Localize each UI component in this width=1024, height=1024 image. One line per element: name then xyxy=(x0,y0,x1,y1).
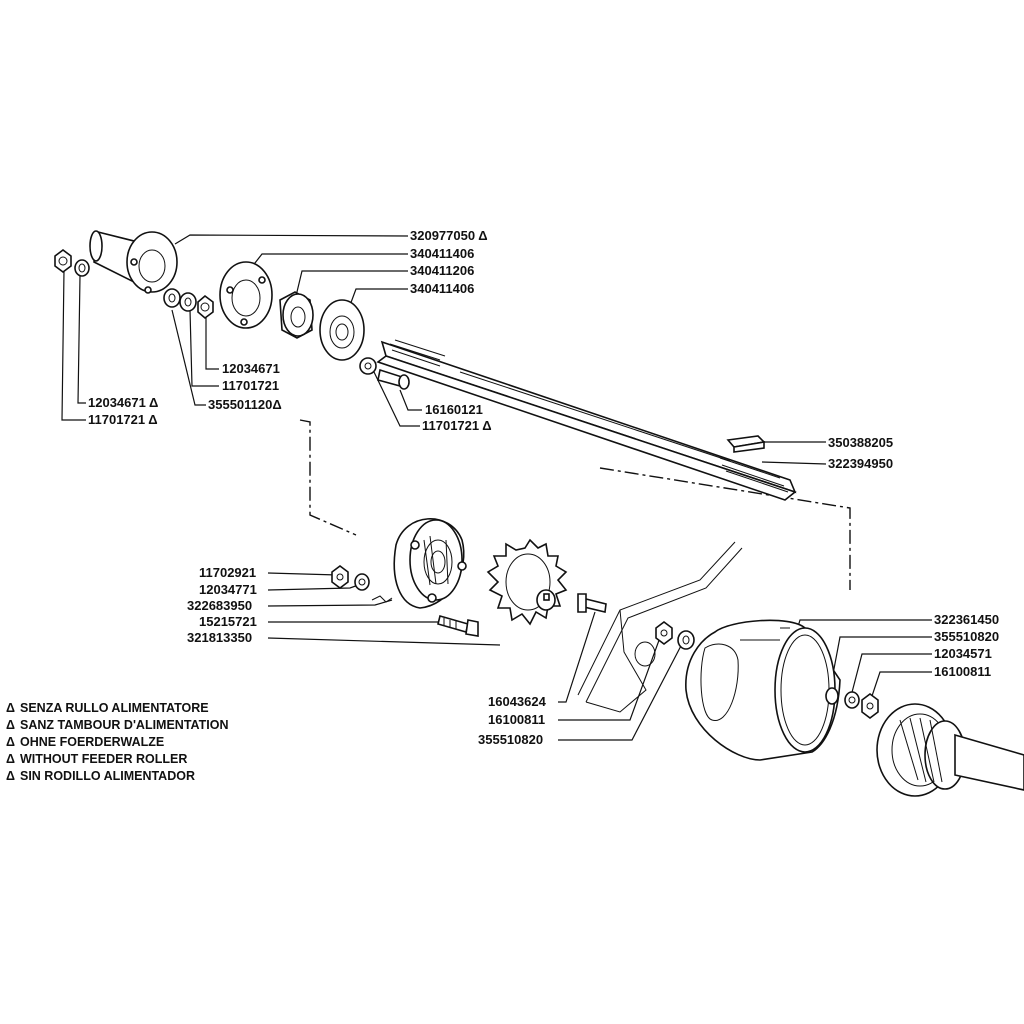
label-350388205: 350388205 xyxy=(828,435,893,450)
nut-set-center xyxy=(163,288,214,320)
flange-bearing xyxy=(319,299,365,361)
legend-symbol: Δ xyxy=(6,701,15,715)
label-16160121: 16160121 xyxy=(425,402,483,417)
legend-text: SIN RODILLO ALIMENTADOR xyxy=(20,769,195,783)
legend-line-de: Δ OHNE FOERDERWALZE xyxy=(6,735,164,749)
sprocket xyxy=(486,538,568,626)
legend-text: SENZA RULLO ALIMENTATORE xyxy=(20,701,209,715)
legend-line-it: Δ SENZA RULLO ALIMENTATORE xyxy=(6,701,209,715)
label-12034571: 12034571 xyxy=(934,646,992,661)
feeder-drum xyxy=(685,619,841,761)
legend-symbol: Δ xyxy=(6,752,15,766)
label-11701721-b: 11701721 Δ xyxy=(88,412,158,427)
bracket-plate xyxy=(577,541,743,713)
legend-symbol: Δ xyxy=(6,735,15,749)
label-16100811-b: 16100811 xyxy=(488,712,545,727)
legend-line-fr: Δ SANZ TAMBOUR D'ALIMENTATION xyxy=(6,718,229,732)
label-12034671-b: 12034671 Δ xyxy=(88,395,158,410)
housing-tube xyxy=(89,230,178,294)
label-340411406-a: 340411406 xyxy=(410,246,474,261)
label-322394950: 322394950 xyxy=(828,456,893,471)
hub-bolt xyxy=(437,615,479,637)
legend-symbol: Δ xyxy=(6,769,15,783)
label-12034671-a: 12034671 xyxy=(222,361,280,376)
label-16100811-a: 16100811 xyxy=(934,664,991,679)
leader-lines xyxy=(61,234,932,741)
drum-bushing xyxy=(825,687,839,705)
hub-nut xyxy=(331,565,393,603)
legend-line-es: Δ SIN RODILLO ALIMENTADOR xyxy=(6,769,195,783)
shaft xyxy=(376,339,797,501)
label-11701721-a: 11701721 xyxy=(222,378,279,393)
plate-bolt xyxy=(577,593,607,613)
part-labels: 320977050 Δ 340411406 340411206 34041140… xyxy=(88,228,999,747)
hub-assembly xyxy=(393,518,467,609)
key-part xyxy=(726,435,766,453)
label-322361450: 322361450 xyxy=(934,612,999,627)
label-322683950: 322683950 xyxy=(187,598,252,613)
drum-nut-right xyxy=(844,691,879,719)
label-16043624: 16043624 xyxy=(488,694,547,709)
label-340411206: 340411206 xyxy=(410,263,474,278)
label-340411406-b: 340411406 xyxy=(410,281,474,296)
bearing xyxy=(279,291,314,339)
legend-text: OHNE FOERDERWALZE xyxy=(20,735,164,749)
label-355510820-a: 355510820 xyxy=(934,629,999,644)
label-320977050: 320977050 Δ xyxy=(410,228,488,243)
legend-text: WITHOUT FEEDER ROLLER xyxy=(20,752,187,766)
nut-left xyxy=(54,249,90,277)
legend-text: SANZ TAMBOUR D'ALIMENTATION xyxy=(20,718,229,732)
drum-nut-left xyxy=(655,621,695,650)
legend-symbol: Δ xyxy=(6,718,15,732)
label-12034771: 12034771 xyxy=(199,582,257,597)
label-355501120: 355501120Δ xyxy=(208,397,282,412)
screw-shaft xyxy=(359,357,410,390)
label-355510820-b: 355510820 xyxy=(478,732,543,747)
legend-line-en: Δ WITHOUT FEEDER ROLLER xyxy=(6,752,187,766)
universal-joint xyxy=(876,703,1024,797)
assembly-dashed-line xyxy=(299,419,851,590)
label-11702921: 11702921 xyxy=(199,565,256,580)
label-321813350: 321813350 xyxy=(187,630,252,645)
flange-plate xyxy=(219,261,273,329)
label-15215721: 15215721 xyxy=(199,614,257,629)
legend: Δ SENZA RULLO ALIMENTATORE Δ SANZ TAMBOU… xyxy=(6,701,229,783)
label-11701721-c: 11701721 Δ xyxy=(422,418,492,433)
